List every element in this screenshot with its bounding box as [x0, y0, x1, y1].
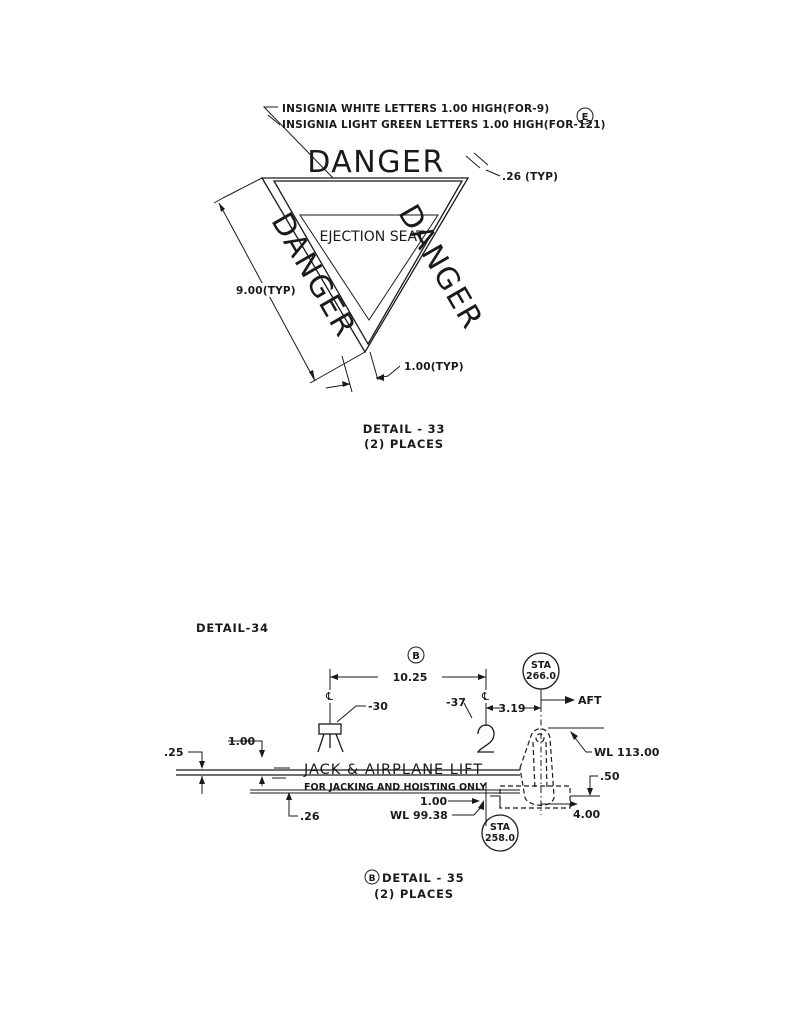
insignia-green-note: INSIGNIA LIGHT GREEN LETTERS 1.00 HIGH(F… [282, 119, 606, 131]
span-dimension: 10.25 [393, 671, 428, 684]
jack-lift-subtext: FOR JACKING AND HOISTING ONLY [304, 782, 487, 793]
revision-symbol-e [576, 107, 594, 125]
symbol-b-letter: B [412, 651, 420, 662]
caption-symbol-b [364, 869, 380, 885]
dim-100-left: 1.00 [228, 735, 255, 748]
sta-bottom-bubble [481, 814, 519, 852]
jack-lift-title: JACK & AIRPLANE LIFT [303, 762, 483, 778]
dim-100-bottom: 1.00 [420, 795, 447, 808]
inner-border-triangle [272, 180, 464, 346]
wl-upper-label: WL 113.00 [594, 746, 660, 759]
lug-outline [519, 728, 555, 806]
danger-left-text: DANGER [264, 207, 363, 344]
sta-top-value: 266.0 [526, 671, 556, 682]
detail-35: B 10.25 ℄ ℄ STA 266.0 AFT -30 -37 [164, 646, 660, 901]
symbol-b-circle [407, 646, 425, 664]
sta-top-label: STA [531, 660, 552, 671]
dim-400: 4.00 [573, 808, 600, 821]
offset-319-dimension: 3.19 [498, 702, 525, 715]
part-37-label: -37 [446, 696, 466, 709]
detail-33: INSIGNIA WHITE LETTERS 1.00 HIGH(FOR-9) … [213, 103, 606, 451]
border-width-dimension: .26 (TYP) [502, 171, 558, 183]
revision-symbol-e-letter: E [582, 112, 589, 123]
centerline-symbol-right: ℄ [481, 690, 489, 703]
detail-35-title: DETAIL - 35 [382, 871, 464, 885]
detail-33-places: (2) PLACES [364, 437, 444, 451]
detail-34-label: DETAIL-34 [196, 621, 269, 635]
side-length-dimension: 9.00(TYP) [236, 285, 296, 297]
dim-50: .50 [600, 770, 620, 783]
detail-35-places: (2) PLACES [374, 887, 454, 901]
band-width-dimension: 1.00(TYP) [404, 361, 464, 373]
aft-label: AFT [578, 694, 602, 707]
sta-bottom-value: 258.0 [485, 833, 515, 844]
sta-bottom-label: STA [490, 822, 511, 833]
dim-25: .25 [164, 746, 184, 759]
ejection-seat-text: EJECTION SEAT [320, 229, 425, 245]
insignia-white-note: INSIGNIA WHITE LETTERS 1.00 HIGH(FOR-9) [282, 103, 549, 115]
centerline-symbol-left: ℄ [325, 690, 333, 703]
inner-field-triangle [299, 214, 439, 321]
wl-lower-label: WL 99.38 [390, 809, 448, 822]
detail-33-title: DETAIL - 33 [363, 422, 445, 436]
jack-icon [317, 703, 344, 753]
hoist-hook-icon [476, 703, 495, 753]
outer-triangle [260, 177, 470, 354]
dim-26: .26 [300, 810, 320, 823]
danger-top-text: DANGER [307, 145, 445, 180]
part-30-label: -30 [368, 700, 388, 713]
caption-symbol-b-letter: B [369, 874, 376, 884]
